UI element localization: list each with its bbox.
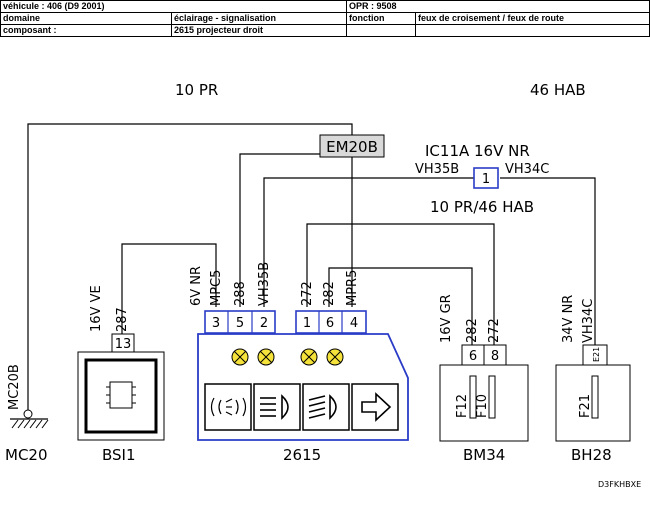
zone-right-label: 46 HAB <box>530 81 586 99</box>
bm34-fuse-label: F10 <box>475 394 490 418</box>
ic11a-zone: 10 PR/46 HAB <box>430 198 534 216</box>
header-table: véhicule : 406 (D9 2001) OPR : 9508 doma… <box>0 0 650 37</box>
c2615-wire-label: MPR5 <box>345 270 360 306</box>
c2615-pin: 1 <box>303 316 311 331</box>
c2615-pin: 6 <box>326 316 334 331</box>
c2615-pin: 4 <box>350 316 358 331</box>
fuse-icon <box>488 375 496 419</box>
c2615-connector-left <box>204 310 276 334</box>
footer-code: D3FKHBXE <box>598 480 641 489</box>
c2615-pin: 5 <box>236 316 244 331</box>
ic11a-pin: 1 <box>482 172 490 187</box>
mc20-name: MC20 <box>5 446 48 464</box>
bm34-pin: 6 <box>469 349 477 364</box>
c2615-wire-label: MPC5 <box>209 270 224 306</box>
composant-value: 2615 projecteur droit <box>171 24 347 37</box>
ground-icon <box>11 419 49 429</box>
bm34-pin: 8 <box>491 349 499 364</box>
mc20-wire-label: MC20B <box>7 364 22 410</box>
zone-left-label: 10 PR <box>175 81 218 99</box>
bm34-conn-label: 16V GR <box>439 294 454 343</box>
bsi1-inner <box>84 358 158 434</box>
bsi1-pin: 13 <box>115 337 132 352</box>
bh28-pin: E21 <box>592 347 601 362</box>
c2615-wire-label: VH35B <box>257 262 272 306</box>
lamp-icon <box>257 348 275 366</box>
bsi1-name: BSI1 <box>102 446 136 464</box>
ic11a-left-wire: VH35B <box>415 162 459 177</box>
low-beam-icon <box>302 383 350 431</box>
bm34-wire-label: 272 <box>487 318 502 343</box>
bsi1-conn-label: 16V VE <box>89 285 104 332</box>
fuse-icon <box>469 375 477 419</box>
c2615-wire-label: 288 <box>233 281 248 306</box>
position-light-icon <box>204 383 252 431</box>
bh28-fuse-label: F21 <box>578 394 593 418</box>
bm34-box <box>439 364 529 442</box>
bh28-wire-label: VH34C <box>581 299 596 343</box>
c2615-conn-label: 6V NR <box>189 266 204 306</box>
c2615-name: 2615 <box>283 446 321 464</box>
c2615-wire-label: 272 <box>300 281 315 306</box>
bh28-name: BH28 <box>571 446 612 464</box>
composant-label: composant : <box>0 24 172 37</box>
ic11a-right-wire: VH34C <box>505 162 549 177</box>
em20b-connector <box>319 134 385 158</box>
c2615-pin: 3 <box>212 316 220 331</box>
high-beam-icon <box>253 383 301 431</box>
ic11a-connector <box>473 167 499 189</box>
ic11a-title: IC11A 16V NR <box>425 142 530 160</box>
bm34-wire-label: 282 <box>465 318 480 343</box>
empty-cell <box>415 24 650 37</box>
bm34-fuse-label: F12 <box>455 394 470 418</box>
c2615-connector-right <box>295 310 367 334</box>
fuse-icon <box>591 375 599 419</box>
em20b-label: EM20B <box>326 138 378 156</box>
c2615-wire-label: 282 <box>322 281 337 306</box>
c2615-pin: 2 <box>260 316 268 331</box>
bsi1-wire-label: 287 <box>115 307 130 332</box>
lamp-icon <box>300 348 318 366</box>
bm34-name: BM34 <box>463 446 505 464</box>
ground-terminal <box>23 409 33 419</box>
lamp-icon <box>326 348 344 366</box>
bh28-conn-label: 34V NR <box>561 295 576 343</box>
chip-icon <box>106 381 136 409</box>
lamp-icon <box>231 348 249 366</box>
